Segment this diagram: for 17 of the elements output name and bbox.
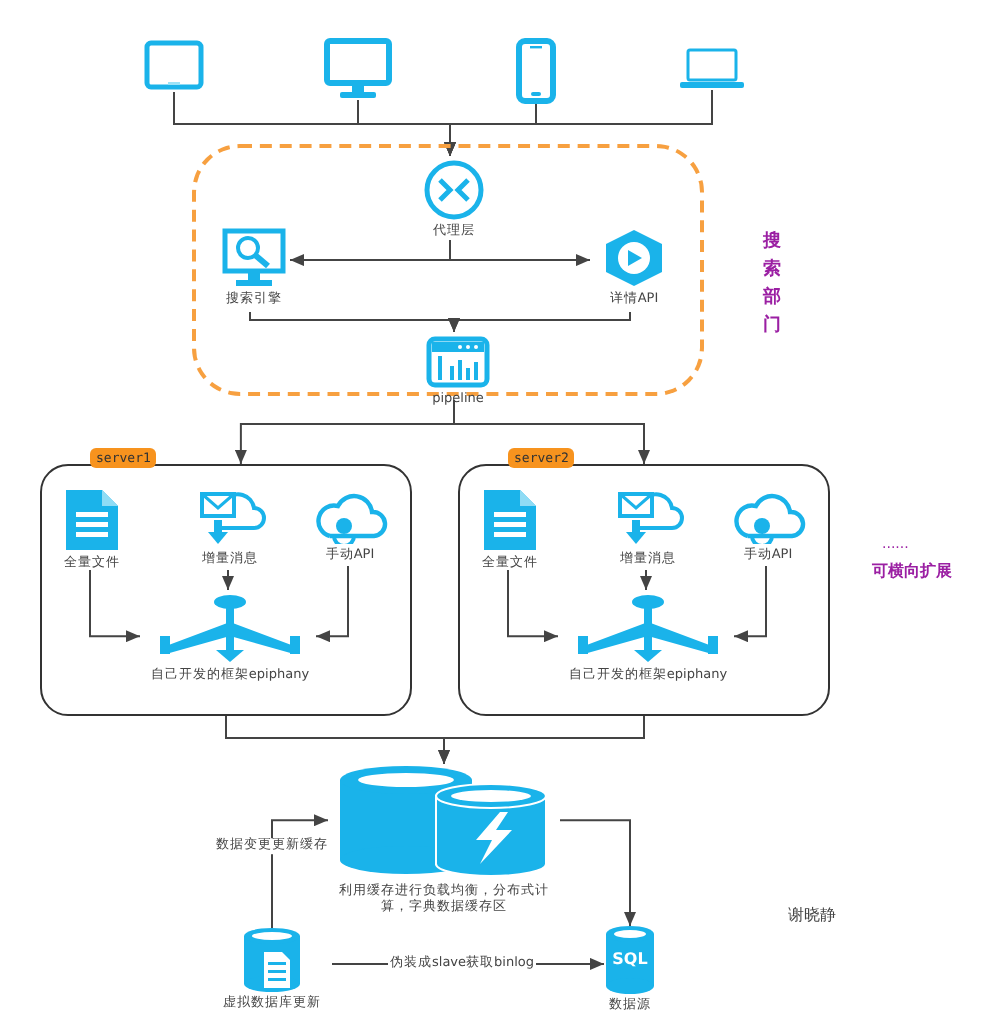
side-heading: 搜索部门 bbox=[762, 229, 782, 340]
arrow bbox=[507, 569, 559, 643]
arrow bbox=[444, 89, 713, 157]
arrow bbox=[449, 239, 591, 267]
arrow bbox=[89, 569, 141, 643]
arrow bbox=[271, 814, 329, 929]
arrow bbox=[222, 569, 234, 591]
arrow bbox=[448, 311, 631, 333]
author-text: 谢晓静 bbox=[788, 904, 836, 926]
icon-text: SQL bbox=[610, 950, 650, 968]
side-note: 可横向扩展 bbox=[872, 560, 952, 582]
arrow bbox=[438, 715, 645, 765]
arrow bbox=[315, 565, 349, 643]
arrow bbox=[559, 819, 636, 927]
arrow bbox=[453, 399, 650, 465]
arrow bbox=[640, 569, 652, 591]
arrow bbox=[733, 565, 767, 643]
